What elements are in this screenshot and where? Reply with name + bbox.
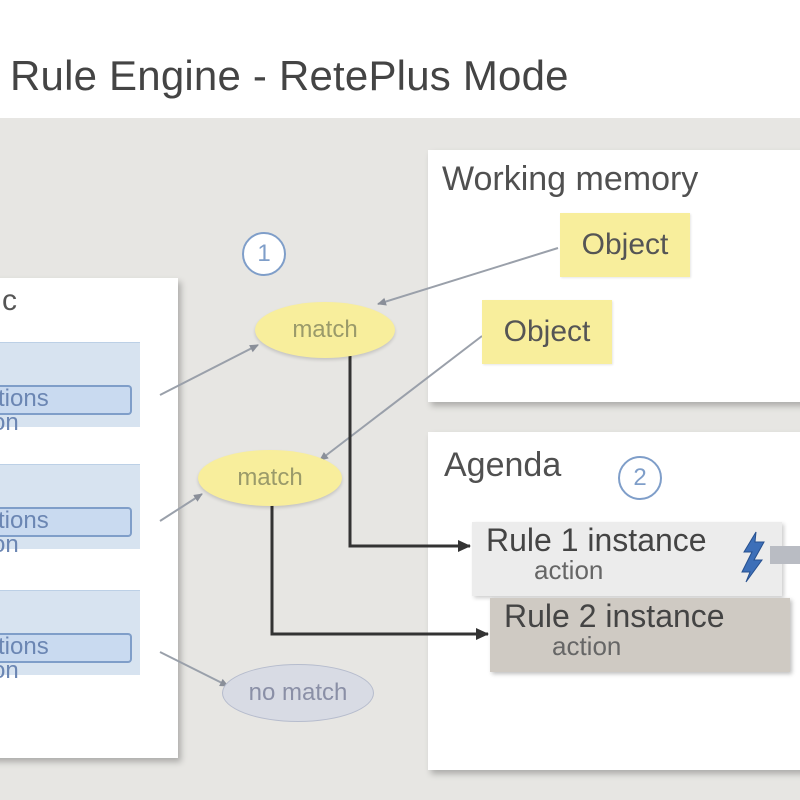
object-to-match-1-line [377,247,559,306]
rule-1-instance: Rule 1 instance action [472,522,782,596]
rule-action-2: tion [0,531,19,558]
match-1-to-rule-1-instance-arrow [348,356,471,552]
rule-box-3: lditions tion [0,590,140,683]
agenda-title: Agenda [444,446,562,484]
match-2-to-rule-2-instance-arrow [270,504,489,640]
rule-2-instance-label: Rule 2 instance [504,598,725,634]
rule-conditions-3: lditions [0,633,132,663]
rule-3-to-nomatch-line [159,651,229,687]
rule-action-1: tion [0,409,19,436]
object-to-match-2-line [319,335,483,461]
rule-conditions-1: lditions [0,385,132,415]
step-2-badge: 2 [618,456,662,500]
rule-1-instance-action: action [534,555,604,585]
rule-conditions-2: lditions [0,507,132,537]
rules-panel: c lditions tion lditions tion lditions t… [0,278,178,758]
rule-1-to-match-line [159,344,259,396]
working-memory-title: Working memory [442,160,699,198]
fire-output-stub [770,546,800,564]
lightning-fire-icon [741,531,765,583]
rules-panel-label: c [2,284,17,317]
rule-box-1: lditions tion [0,342,140,435]
rule-box-2: lditions tion [0,464,140,557]
rule-action-3: tion [0,657,19,684]
rule-2-to-match-line [159,493,203,522]
step-1-badge: 1 [242,232,286,276]
no-match-node: no match [222,664,374,722]
working-memory-object-2: Object [482,300,612,364]
rule-1-instance-label: Rule 1 instance [486,522,707,558]
match-node-1: match [255,302,395,358]
diagram-title: Rule Engine - RetePlus Mode [10,52,569,99]
match-node-2: match [198,450,342,506]
rule-2-instance-action: action [552,631,622,661]
rule-2-instance: Rule 2 instance action [490,598,790,672]
working-memory-object-1: Object [560,213,690,277]
